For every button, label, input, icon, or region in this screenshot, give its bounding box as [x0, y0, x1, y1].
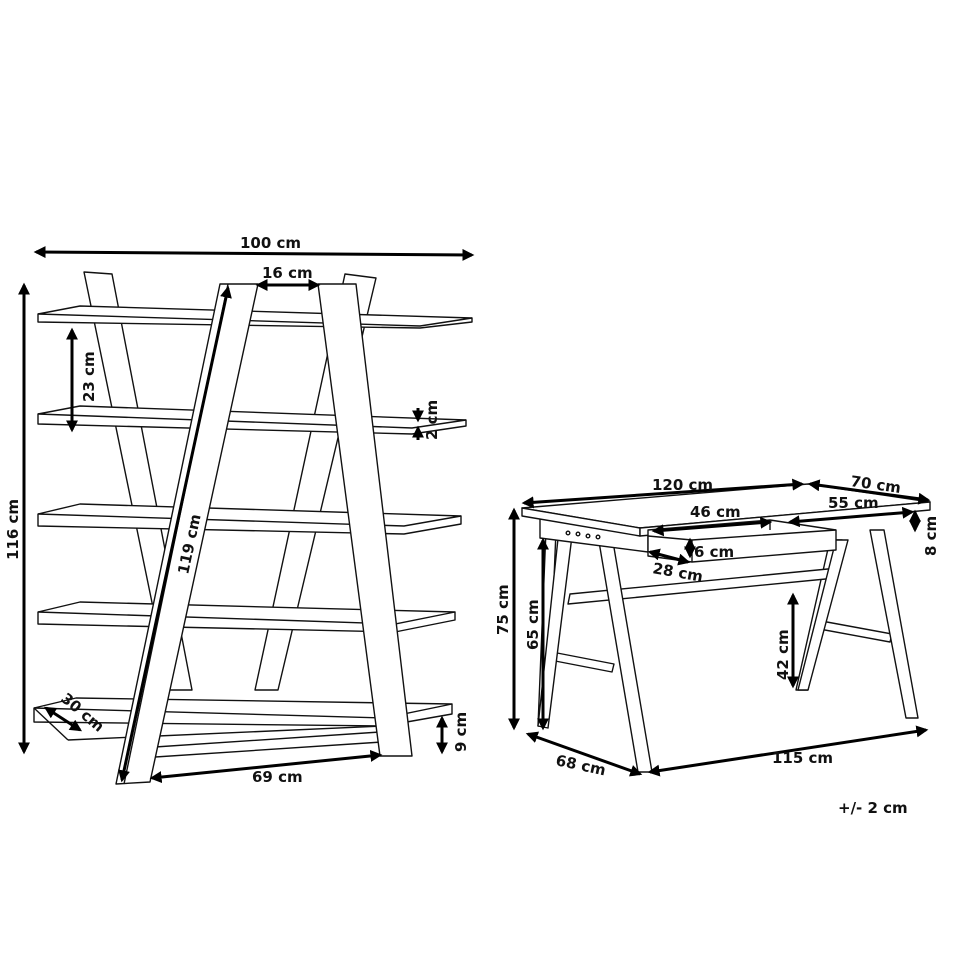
desk-side-bar — [549, 651, 615, 673]
desk-front-right-leg — [869, 529, 919, 719]
label-height: 116 cm — [4, 499, 22, 560]
label-base-depth: 68 cm — [554, 751, 607, 779]
label-legroom-height: 65 cm — [524, 599, 542, 650]
desk-dimension-lines — [508, 478, 931, 777]
label-inner-width: 55 cm — [828, 494, 879, 512]
label-shelf-gap: 23 cm — [80, 351, 98, 402]
label-width: 100 cm — [240, 234, 301, 252]
label-base-width: 69 cm — [252, 768, 303, 786]
desk-front-left-leg-b — [595, 523, 653, 773]
front-right-leg — [317, 283, 413, 757]
label-shelf-thickness: 2 cm — [423, 400, 441, 440]
bookshelf-dimension-lines — [18, 246, 475, 784]
tolerance-note: +/- 2 cm — [838, 799, 908, 817]
label-desk-height: 75 cm — [494, 584, 512, 635]
desk-drawing — [521, 483, 931, 773]
label-frame-top: 16 cm — [262, 264, 313, 282]
label-drawer-height: 6 cm — [694, 543, 734, 561]
bookshelf-drawing — [33, 271, 473, 785]
label-bottom-clearance: 9 cm — [452, 712, 470, 752]
label-base-width: 115 cm — [772, 749, 833, 767]
shelf — [37, 503, 462, 535]
shelf — [37, 405, 467, 435]
label-desk-width: 120 cm — [652, 476, 713, 494]
label-drawer-width: 46 cm — [690, 503, 741, 521]
label-drawer-depth: 28 cm — [651, 559, 704, 586]
label-crossbar-height: 42 cm — [774, 629, 792, 680]
label-apron-height: 8 cm — [922, 516, 940, 556]
desk-front-right-leg-b — [797, 539, 849, 691]
